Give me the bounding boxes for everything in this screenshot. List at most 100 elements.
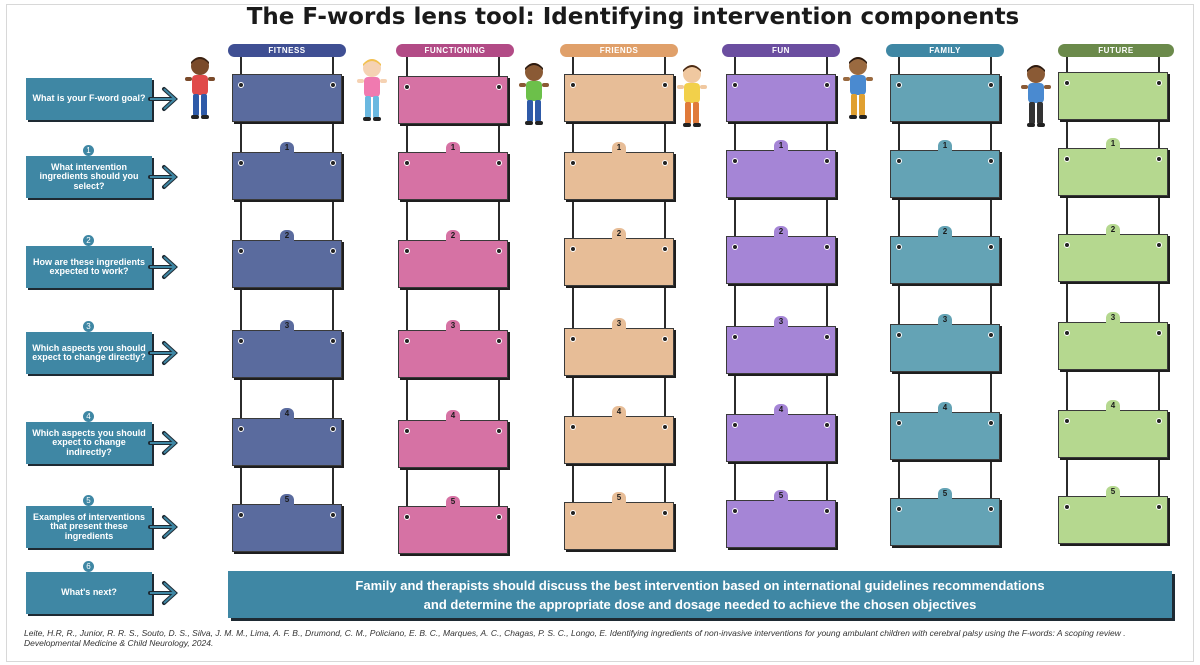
ladder-box-family-3[interactable] — [890, 324, 1000, 372]
nail-icon — [570, 336, 576, 342]
ladder-box-functioning-3[interactable] — [398, 330, 508, 378]
nail-icon — [238, 82, 244, 88]
column-header-future: FUTURE — [1058, 44, 1174, 57]
nail-icon — [1156, 504, 1162, 510]
nail-icon — [896, 158, 902, 164]
step-badge: 1 — [774, 140, 788, 152]
nail-icon — [988, 332, 994, 338]
arrow-right-icon — [148, 255, 178, 279]
nail-icon — [988, 506, 994, 512]
ladder-box-friends-5[interactable] — [564, 502, 674, 550]
ladder-box-future-2[interactable] — [1058, 234, 1168, 282]
nail-icon — [238, 338, 244, 344]
ladder-box-fun-0[interactable] — [726, 74, 836, 122]
step-badge: 3 — [280, 320, 294, 332]
nail-icon — [896, 332, 902, 338]
step-badge: 3 — [774, 316, 788, 328]
column-header-functioning: FUNCTIONING — [396, 44, 514, 57]
step-badge: 4 — [774, 404, 788, 416]
ladder-box-future-5[interactable] — [1058, 496, 1168, 544]
nail-icon — [732, 422, 738, 428]
nail-icon — [570, 82, 576, 88]
row-label-text: Which aspects you should expect to chang… — [32, 342, 146, 362]
nail-icon — [988, 420, 994, 426]
step-badge: 5 — [774, 490, 788, 502]
ladder-box-friends-1[interactable] — [564, 152, 674, 200]
child-running-icon — [519, 63, 549, 125]
row-label-text: What is your F-word goal? — [32, 93, 146, 104]
row-label-2: How are these ingredients expected to wo… — [26, 246, 152, 288]
ladder-box-future-3[interactable] — [1058, 322, 1168, 370]
ladder-box-functioning-4[interactable] — [398, 420, 508, 468]
ladder-box-fitness-4[interactable] — [232, 418, 342, 466]
nail-icon — [496, 160, 502, 166]
ladder-box-fitness-1[interactable] — [232, 152, 342, 200]
child-standing-icon — [1021, 65, 1051, 127]
nail-icon — [988, 82, 994, 88]
nail-icon — [824, 508, 830, 514]
ladder-box-friends-2[interactable] — [564, 238, 674, 286]
row-number-5: 5 — [83, 495, 94, 506]
page-frame — [6, 4, 1194, 662]
nail-icon — [570, 510, 576, 516]
banner-line-1: Family and therapists should discuss the… — [355, 578, 1045, 593]
ladder-box-fun-3[interactable] — [726, 326, 836, 374]
ladder-box-functioning-5[interactable] — [398, 506, 508, 554]
nail-icon — [824, 334, 830, 340]
ladder-box-functioning-0[interactable] — [398, 76, 508, 124]
step-badge: 1 — [612, 142, 626, 154]
ladder-box-fun-1[interactable] — [726, 150, 836, 198]
step-badge: 2 — [612, 228, 626, 240]
nail-icon — [1156, 80, 1162, 86]
nail-icon — [330, 426, 336, 432]
row-label-text: What intervention ingredients should you… — [39, 161, 139, 191]
ladder-box-family-2[interactable] — [890, 236, 1000, 284]
row-number-3: 3 — [83, 321, 94, 332]
nail-icon — [570, 160, 576, 166]
step-badge: 2 — [938, 226, 952, 238]
step-badge: 2 — [446, 230, 460, 242]
nail-icon — [404, 428, 410, 434]
ladder-box-functioning-2[interactable] — [398, 240, 508, 288]
nail-icon — [238, 512, 244, 518]
nail-icon — [238, 426, 244, 432]
nail-icon — [330, 248, 336, 254]
nail-icon — [824, 422, 830, 428]
nail-icon — [570, 246, 576, 252]
step-badge: 5 — [280, 494, 294, 506]
nail-icon — [1064, 504, 1070, 510]
ladder-box-friends-0[interactable] — [564, 74, 674, 122]
ladder-box-family-5[interactable] — [890, 498, 1000, 546]
ladder-box-future-1[interactable] — [1058, 148, 1168, 196]
nail-icon — [496, 248, 502, 254]
ladder-box-fun-4[interactable] — [726, 414, 836, 462]
nail-icon — [988, 244, 994, 250]
girl-waving-icon — [357, 59, 387, 121]
ladder-box-fitness-5[interactable] — [232, 504, 342, 552]
citation: Leite, H.R, R., Junior, R. R. S., Souto,… — [24, 628, 1126, 649]
ladder-box-fun-5[interactable] — [726, 500, 836, 548]
ladder-box-fitness-3[interactable] — [232, 330, 342, 378]
ladder-box-family-1[interactable] — [890, 150, 1000, 198]
row-number-1: 1 — [83, 145, 94, 156]
ladder-box-family-0[interactable] — [890, 74, 1000, 122]
row-label-4: Which aspects you should expect to chang… — [26, 422, 152, 464]
ladder-box-friends-3[interactable] — [564, 328, 674, 376]
ladder-box-future-0[interactable] — [1058, 72, 1168, 120]
ladder-box-future-4[interactable] — [1058, 410, 1168, 458]
ladder-box-friends-4[interactable] — [564, 416, 674, 464]
ladder-box-fitness-0[interactable] — [232, 74, 342, 122]
row-label-1: What intervention ingredients should you… — [26, 156, 152, 198]
step-badge: 3 — [446, 320, 460, 332]
ladder-box-functioning-1[interactable] — [398, 152, 508, 200]
nail-icon — [330, 512, 336, 518]
page-title: The F-words lens tool: Identifying inter… — [246, 4, 1020, 30]
step-badge: 4 — [446, 410, 460, 422]
nail-icon — [662, 246, 668, 252]
step-badge: 2 — [774, 226, 788, 238]
whats-next-banner: Family and therapists should discuss the… — [228, 571, 1172, 618]
ladder-box-fun-2[interactable] — [726, 236, 836, 284]
ladder-box-family-4[interactable] — [890, 412, 1000, 460]
ladder-box-fitness-2[interactable] — [232, 240, 342, 288]
nail-icon — [732, 244, 738, 250]
